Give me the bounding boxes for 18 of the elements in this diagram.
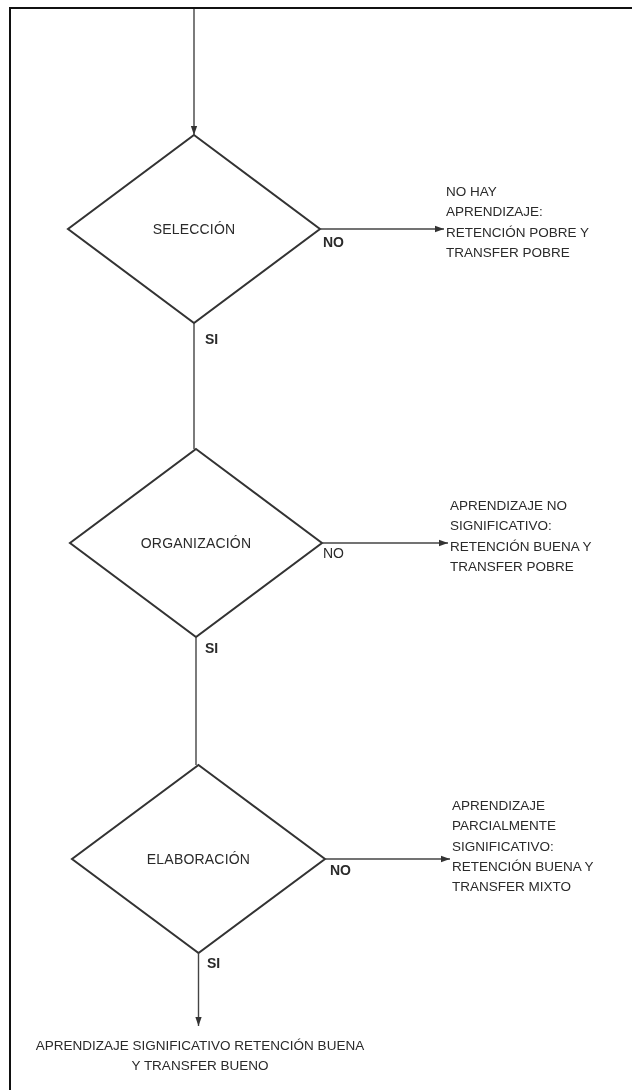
arrow — [319, 225, 445, 233]
edge-label: SI — [206, 955, 222, 971]
diamond-label: SELECCIÓN — [152, 221, 236, 237]
diamond-label: ELABORACIÓN — [146, 851, 251, 867]
outcome-text: APRENDIZAJE PARCIALMENTE SIGNIFICATIVO: RETENCIÓN BUENA Y TRANSFER MIXTO — [452, 798, 594, 894]
arrow — [195, 952, 202, 1027]
edge-label: NO — [322, 234, 345, 250]
diamond-label: ORGANIZACIÓN — [140, 535, 252, 551]
outcome-text: NO HAY APRENDIZAJE: RETENCIÓN POBRE Y TRANSFER POBRE — [446, 184, 589, 260]
edge-label: NO — [329, 862, 352, 878]
outcome-text: APRENDIZAJE NO SIGNIFICATIVO: RETENCIÓN BUENA Y TRANSFER POBRE — [450, 498, 592, 574]
arrow — [324, 855, 451, 863]
edge-label: NO — [322, 545, 345, 561]
arrow — [190, 8, 198, 136]
edge-label: SI — [204, 640, 220, 656]
outcome-text: APRENDIZAJE SIGNIFICATIVO RETENCIÓN BUENA Y TRANSFER BUENO — [35, 1038, 365, 1074]
edge-label: SI — [204, 331, 220, 347]
arrow — [321, 539, 449, 547]
